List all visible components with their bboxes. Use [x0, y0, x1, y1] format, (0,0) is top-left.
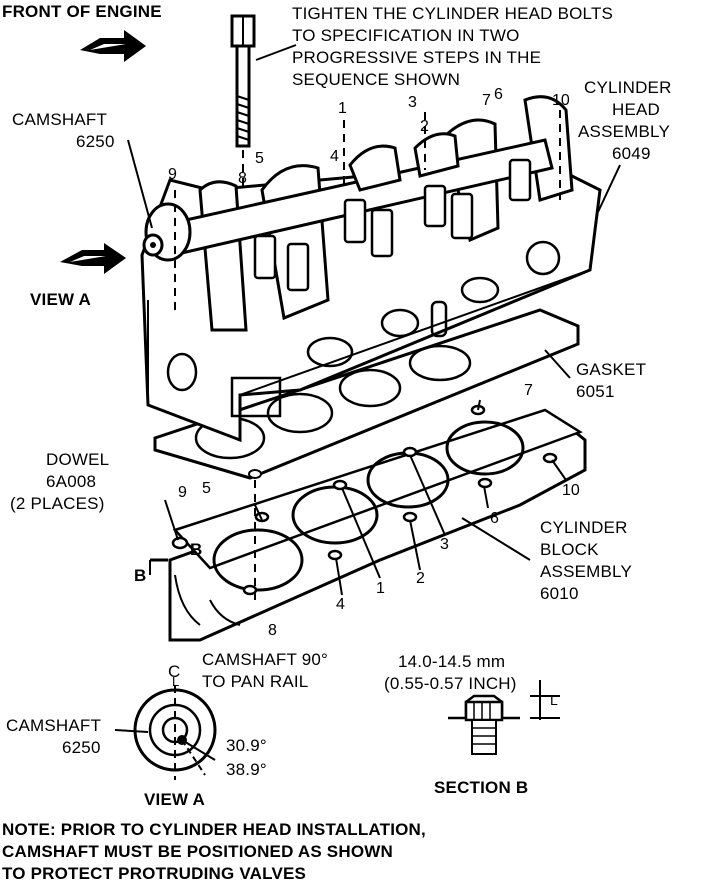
note-line-3: TO PROTECT PROTRUDING VALVES: [2, 864, 307, 882]
head-number-6: 6: [494, 86, 503, 103]
angle-38-9: 38.9°: [226, 760, 267, 779]
instruction-line-1: TIGHTEN THE CYLINDER HEAD BOLTS: [292, 4, 614, 23]
block-number-10: 10: [562, 482, 580, 499]
head-number-10: 10: [552, 92, 570, 109]
section-marker-left: B: [134, 566, 147, 585]
cylinder-head-part-number: 6049: [612, 144, 651, 163]
head-number-8: 8: [238, 170, 247, 187]
instruction-line-3: PROGRESSIVE STEPS IN THE: [292, 48, 542, 67]
camshaft-label: CAMSHAFT: [12, 110, 108, 129]
head-number-9: 9: [168, 166, 177, 183]
block-number-6: 6: [490, 510, 499, 527]
head-number-7: 7: [482, 92, 491, 109]
bolt-spec-mm: 14.0-14.5 mm: [398, 652, 506, 671]
dowel-label: DOWEL: [46, 450, 110, 469]
front-of-engine-arrow: [80, 30, 146, 62]
cylinder-head: [140, 95, 602, 443]
camshaft-detail-part-number: 6250: [62, 738, 101, 757]
view-a-detail-title: VIEW A: [144, 790, 206, 809]
cylinder-head-label-1: CYLINDER: [584, 78, 672, 97]
front-of-engine-label: FRONT OF ENGINE: [2, 2, 162, 21]
instruction-line-2: TO SPECIFICATION IN TWO: [292, 26, 520, 45]
cylinder-block-label-2: BLOCK: [540, 540, 599, 559]
section-b-marker: [149, 558, 168, 575]
head-bolt: [230, 14, 297, 215]
angle-30-9: 30.9°: [226, 736, 267, 755]
centerline-symbol: C: [168, 662, 181, 681]
bolt-spec-inch: (0.55-0.57 INCH): [384, 674, 517, 693]
block-number-5: 5: [202, 480, 211, 497]
camshaft-part-number: 6250: [76, 132, 115, 151]
head-gasket: [153, 308, 580, 480]
section-b-title: SECTION B: [434, 778, 529, 797]
cylinder-head-label-3: ASSEMBLY: [578, 122, 670, 141]
camshaft-90-label: CAMSHAFT 90°: [202, 650, 329, 669]
head-number-1: 1: [338, 100, 347, 117]
cylinder-head-label-2: HEAD: [612, 100, 661, 119]
section-marker-right: B: [190, 540, 203, 559]
view-a-arrow: [60, 243, 126, 274]
block-number-8: 8: [268, 622, 277, 639]
block-number-9: 9: [178, 484, 187, 501]
dowel-places: (2 PLACES): [10, 494, 105, 513]
note-line-2: CAMSHAFT MUST BE POSITIONED AS SHOWN: [2, 842, 393, 861]
cylinder-block-part-number: 6010: [540, 584, 579, 603]
head-number-5: 5: [255, 150, 264, 167]
cylinder-block-label-3: ASSEMBLY: [540, 562, 632, 581]
head-number-4: 4: [330, 148, 339, 165]
head-number-3: 3: [408, 94, 417, 111]
gasket-label: GASKET: [576, 360, 647, 379]
block-number-7: 7: [524, 382, 533, 399]
camshaft-detail-label: CAMSHAFT: [6, 716, 102, 735]
block-number-2: 2: [416, 570, 425, 587]
block-number-3: 3: [440, 536, 449, 553]
dowel-part-number: 6A008: [46, 472, 97, 491]
view-a-detail: [114, 685, 217, 780]
cylinder-block: [168, 404, 587, 642]
leader-lines: [127, 139, 621, 600]
centerline-symbol-sub: L: [172, 674, 180, 689]
pan-rail-label: TO PAN RAIL: [202, 672, 309, 691]
cylinder-block-label-1: CYLINDER: [540, 518, 628, 537]
block-number-4: 4: [336, 596, 345, 613]
gasket-part-number: 6051: [576, 382, 615, 401]
instruction-line-4: SEQUENCE SHOWN: [292, 70, 461, 89]
section-b-detail: [448, 680, 560, 755]
section-b-dimension-mark: L: [550, 692, 558, 708]
block-number-1: 1: [376, 580, 385, 597]
note-line-1: NOTE: PRIOR TO CYLINDER HEAD INSTALLATIO…: [2, 820, 426, 839]
view-a-label: VIEW A: [30, 290, 92, 309]
head-number-2: 2: [420, 118, 429, 135]
